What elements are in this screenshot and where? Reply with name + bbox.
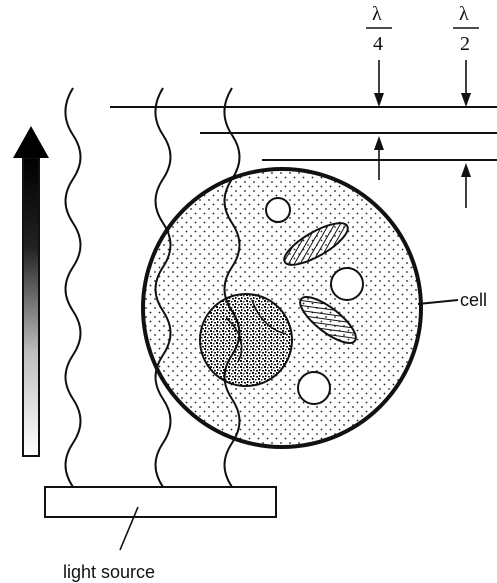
vacuole xyxy=(331,268,363,300)
cell xyxy=(143,169,421,447)
light-source-box xyxy=(45,487,276,517)
direction-arrow xyxy=(13,126,49,456)
vacuole xyxy=(298,372,330,404)
nucleus xyxy=(200,294,292,386)
light-source-label: light source xyxy=(63,562,155,582)
cell-label: cell xyxy=(460,290,487,310)
quarter-wave-numerator: λ xyxy=(372,3,382,25)
quarter-wave-denominator: 4 xyxy=(373,33,383,55)
vacuole xyxy=(266,198,290,222)
quarter-wavelength-marker: λ 4 xyxy=(366,3,392,180)
half-wavelength-marker: λ 2 xyxy=(453,3,479,208)
light-wave-1 xyxy=(66,88,81,487)
cell-pointer xyxy=(418,300,458,304)
half-wave-denominator: 2 xyxy=(460,33,470,55)
half-wave-numerator: λ xyxy=(459,3,469,25)
